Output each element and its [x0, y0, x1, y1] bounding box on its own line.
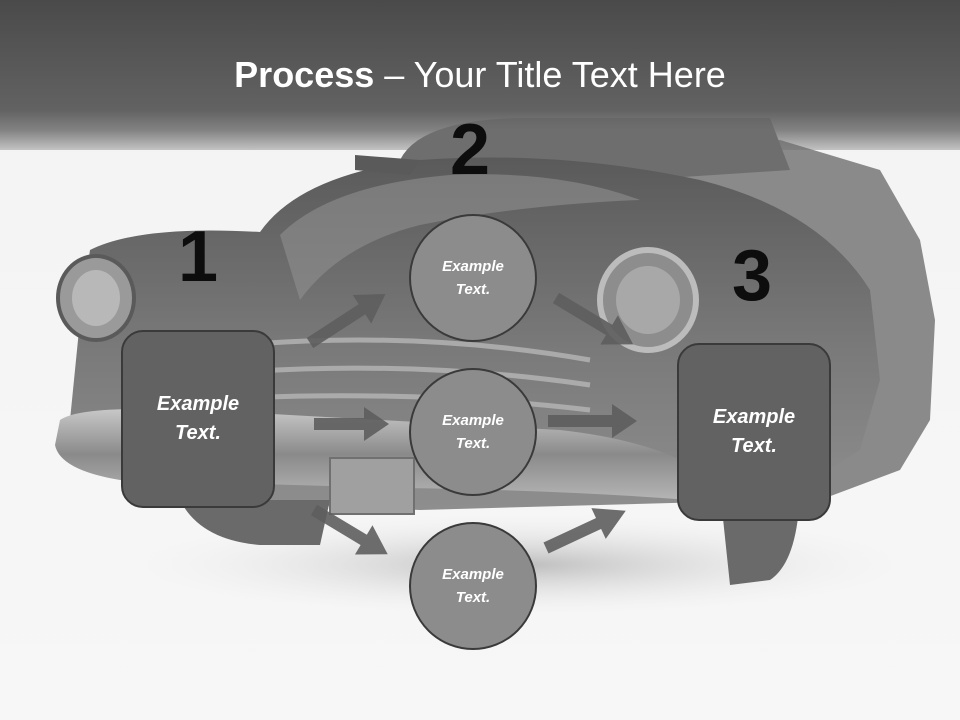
title-bold: Process — [234, 54, 375, 95]
circle-bottom-text: Example Text. — [442, 566, 504, 606]
arrow-bottom-to-3 — [543, 508, 626, 554]
step-2-circle-top: Example Text. — [409, 214, 537, 342]
circle-top-text: Example Text. — [442, 258, 504, 298]
step-3-box: Example Text. — [677, 343, 831, 521]
step-number-2: 2 — [450, 110, 491, 190]
arrow-middle-to-3 — [548, 404, 637, 438]
step-3-text: Example Text. — [712, 406, 796, 457]
title-bar — [0, 0, 960, 150]
arrow-1-to-bottom — [310, 504, 388, 555]
step-number-1: 1 — [178, 217, 219, 297]
arrow-1-to-top — [306, 293, 386, 349]
circle-middle-text: Example Text. — [442, 412, 504, 452]
title-rest: – Your Title Text Here — [374, 54, 726, 95]
step-2-circle-bottom: Example Text. — [409, 522, 537, 650]
step-1-text: Example Text. — [156, 393, 240, 444]
arrow-1-to-middle — [314, 407, 389, 441]
slide-title: Process – Your Title Text Here — [0, 52, 960, 98]
step-number-3: 3 — [732, 236, 773, 316]
arrow-top-to-3 — [552, 292, 634, 345]
step-1-box: Example Text. — [121, 330, 275, 508]
step-2-circle-middle: Example Text. — [409, 368, 537, 496]
